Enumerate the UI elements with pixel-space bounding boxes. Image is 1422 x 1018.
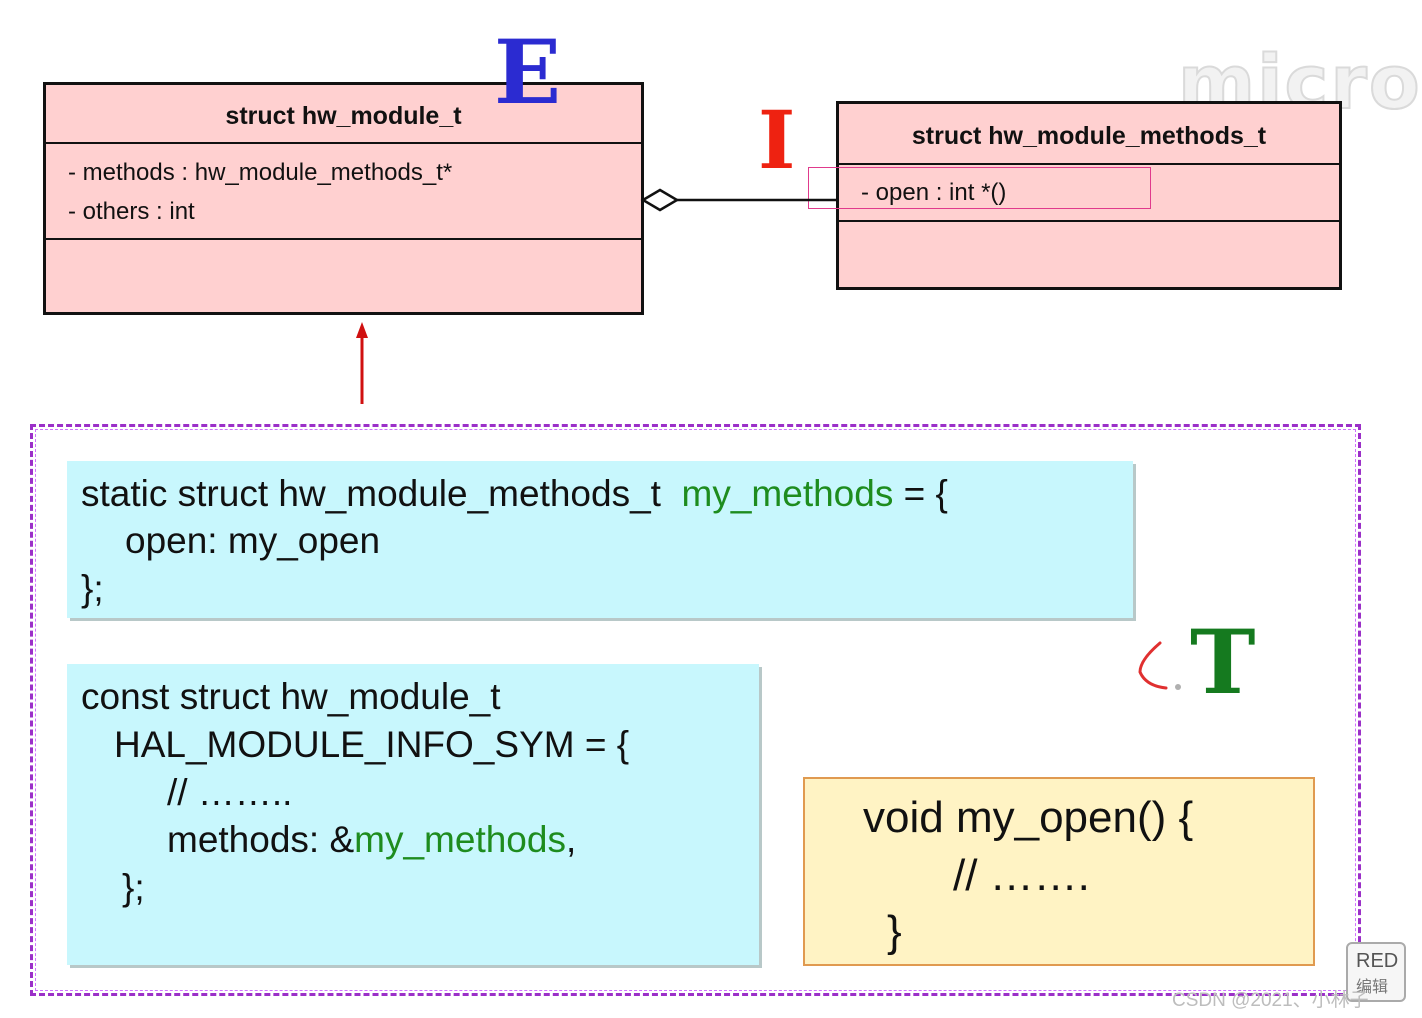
code-line: const struct hw_module_t [81,676,501,717]
open-attribute-highlight [808,167,1151,209]
code-identifier: my_methods [681,473,894,514]
code-text: = { [893,473,948,514]
code-text: , [565,819,577,860]
letter-t-label: T [1190,610,1256,714]
class-attributes: - open : int *() [839,165,1339,222]
code-line: methods: &my_methods, [167,819,576,861]
code-line: }; [122,867,145,908]
class-attributes: - methods : hw_module_methods_t* - other… [46,144,641,240]
class-title: struct hw_module_t [46,85,641,144]
code-block-my-open: void my_open() { // ……. } [803,777,1315,966]
attribute-open: - open : int *() [861,179,1007,206]
letter-i-label: I [758,93,796,187]
red-button-label: RED [1356,950,1399,972]
code-line: void my_open() { [863,793,1194,842]
attribute-methods: - methods : hw_module_methods_t* [68,159,453,186]
code-line: HAL_MODULE_INFO_SYM = { [114,724,630,765]
code-text: static struct hw_module_methods_t [81,473,682,514]
arrow-up-head [356,322,368,338]
code-line: }; [81,568,104,609]
class-title: struct hw_module_methods_t [839,104,1339,165]
code-line: static struct hw_module_methods_t my_met… [81,473,948,515]
code-line: // ……. [953,851,1090,900]
attribute-others: - others : int [68,198,195,225]
code-line: } [887,907,902,956]
code-identifier: my_methods [354,819,566,860]
code-block-hal-module-info: const struct hw_module_t HAL_MODULE_INFO… [67,664,759,965]
pen-dot [1175,684,1181,690]
code-text: methods: & [167,819,355,860]
red-button[interactable]: RED 编辑 [1346,942,1406,1002]
code-block-my-methods: static struct hw_module_methods_t my_met… [67,461,1133,618]
red-button-sublabel: 编辑 [1356,979,1389,996]
uml-class-hw-module: struct hw_module_t - methods : hw_module… [43,82,644,315]
aggregation-diamond [640,188,680,212]
handwritten-mark [1138,641,1168,690]
letter-e-label: E [494,20,562,124]
code-line: open: my_open [125,520,381,561]
connector-layer [356,188,1181,690]
credit-watermark: CSDN @2021、小林子 [1172,990,1369,1011]
implementation-frame [30,424,1361,996]
uml-class-hw-module-methods: struct hw_module_methods_t - open : int … [836,101,1342,290]
code-line: // …….. [167,772,293,813]
